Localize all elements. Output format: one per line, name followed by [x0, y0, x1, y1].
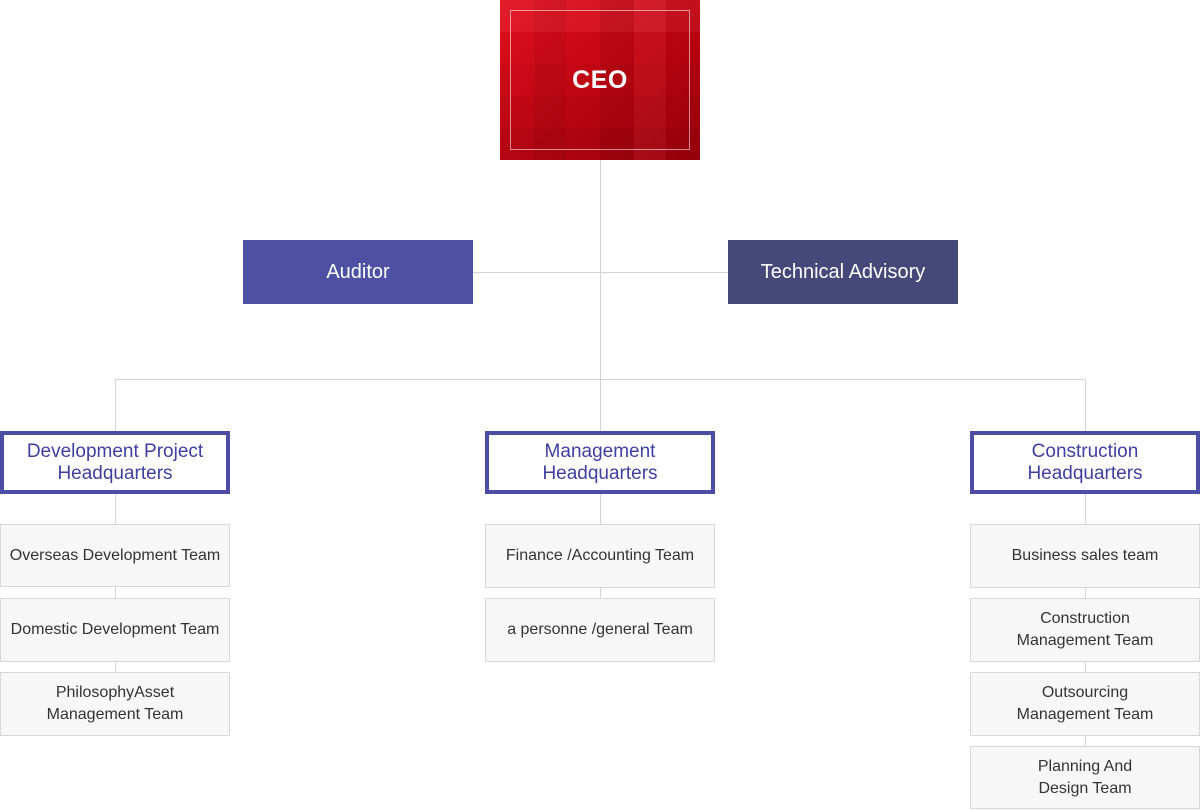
auditor-label: Auditor [326, 260, 390, 283]
team-label: a personne /general Team [507, 621, 693, 638]
construction-hq-label: Construction Headquarters [1027, 440, 1143, 484]
business-sales-team-box: Business sales team [970, 524, 1200, 588]
connector-hq-bus [115, 379, 1086, 380]
team-label: Finance /Accounting Team [505, 547, 695, 564]
connector-advisory [473, 272, 728, 273]
outsourcing-management-team-box: Outsourcing Management Team [970, 672, 1200, 736]
domestic-development-team-box: Domestic Development Team [0, 598, 230, 662]
connector-hq-right [1085, 379, 1086, 431]
development-project-hq-label: Development Project Headquarters [26, 440, 204, 484]
team-label: PhilosophyAsset Management Team [46, 684, 184, 723]
team-label: Planning And Design Team [1037, 757, 1133, 797]
management-hq-label: Management Headquarters [542, 440, 658, 484]
ceo-label: CEO [572, 65, 628, 94]
technical-advisory-label: Technical Advisory [760, 260, 926, 283]
ceo-inner-frame: CEO [510, 10, 690, 150]
development-project-hq-box: Development Project Headquarters [0, 431, 230, 494]
auditor-box: Auditor [243, 240, 473, 304]
philosophy-asset-management-team-box: PhilosophyAsset Management Team [0, 672, 230, 736]
management-hq-box: Management Headquarters [485, 431, 715, 494]
connector-ceo-main [600, 160, 601, 431]
team-label: Domestic Development Team [10, 621, 220, 638]
ceo-box: CEO [500, 0, 700, 160]
construction-hq-box: Construction Headquarters [970, 431, 1200, 494]
team-label: Overseas Development Team [9, 546, 221, 564]
finance-accounting-team-box: Finance /Accounting Team [485, 524, 715, 588]
construction-management-team-box: Construction Management Team [970, 598, 1200, 662]
overseas-development-team-box: Overseas Development Team [0, 524, 230, 587]
personne-general-team-box: a personne /general Team [485, 598, 715, 662]
team-label: Business sales team [1011, 547, 1159, 564]
planning-and-design-team-box: Planning And Design Team [970, 746, 1200, 809]
team-label: Outsourcing Management Team [1016, 684, 1154, 723]
technical-advisory-box: Technical Advisory [728, 240, 958, 304]
connector-hq-left [115, 379, 116, 431]
team-label: Construction Management Team [1016, 610, 1154, 649]
